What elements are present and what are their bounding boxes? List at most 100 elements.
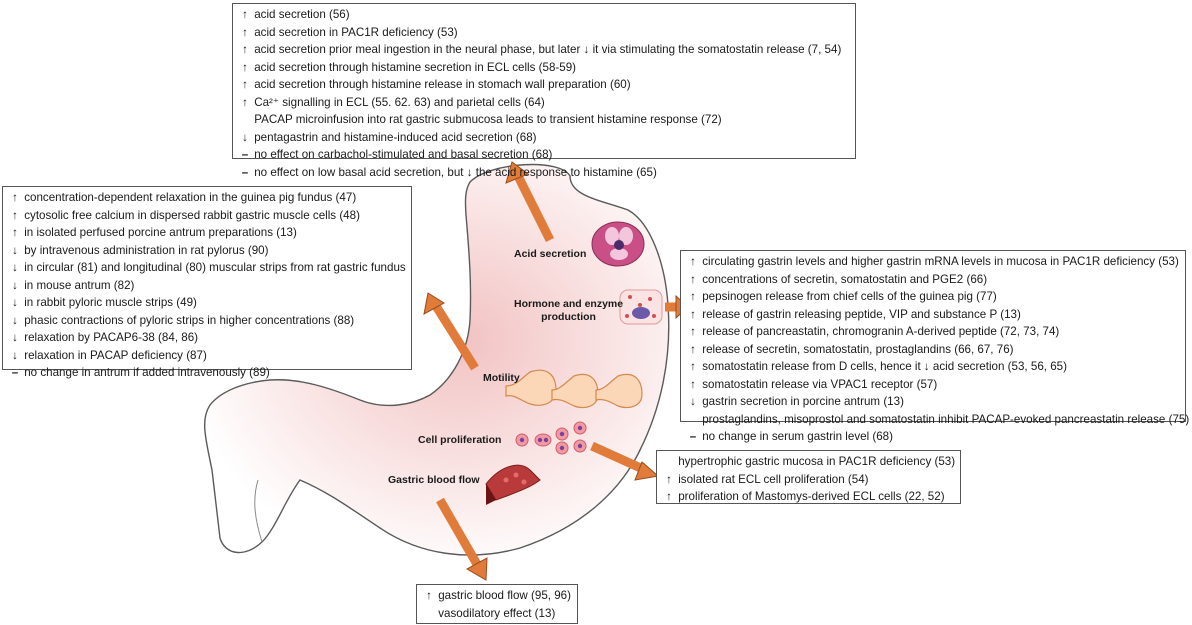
effect-line: hypertrophic gastric mucosa in PAC1R def… <box>663 453 955 471</box>
effect-direction-symbol: ↑ <box>12 226 18 239</box>
label-hormone-line2: production <box>541 311 596 323</box>
effect-text: release of pancreastatin, chromogranin A… <box>702 325 1060 338</box>
effect-direction-symbol: ↑ <box>242 8 248 21</box>
effect-direction-symbol: ↑ <box>12 191 18 204</box>
secretory-cell-icon <box>619 289 663 325</box>
effect-text: no effect on carbachol-stimulated and ba… <box>254 148 553 161</box>
label-hormone-line1: Hormone and enzyme <box>514 298 624 310</box>
effect-line: ↑ acid secretion prior meal ingestion in… <box>239 41 849 59</box>
effect-direction-symbol: ↑ <box>690 272 696 286</box>
effect-direction-symbol: ↑ <box>426 589 432 602</box>
effect-direction-symbol: – <box>689 430 697 443</box>
effect-direction-symbol: ↓ <box>12 348 18 362</box>
effect-text: pentagastrin and histamine-induced acid … <box>254 130 537 144</box>
cell-proliferation-box: hypertrophic gastric mucosa in PAC1R def… <box>656 450 961 504</box>
effect-direction-symbol: ↓ <box>12 261 18 274</box>
effect-text: somatostatin release from D cells, hence… <box>702 360 1067 373</box>
effect-text: circulating gastrin levels and higher ga… <box>702 255 1179 268</box>
effect-line: ↓ phasic contractions of pyloric strips … <box>9 312 405 330</box>
effect-line: ↑ in isolated perfused porcine antrum pr… <box>9 224 405 242</box>
effect-direction-symbol: ↑ <box>242 95 248 109</box>
effect-direction-symbol: ↑ <box>242 60 248 74</box>
effect-line: ↓ in circular (81) and longitudinal (80)… <box>9 259 406 277</box>
effect-direction-symbol: ↑ <box>690 342 696 356</box>
effect-line: ↓ in mouse antrum (82) <box>9 277 405 295</box>
label-motility: Motility <box>483 372 520 384</box>
effect-line: ↓ pentagastrin and histamine-induced aci… <box>239 129 849 147</box>
duodenum-outline <box>254 479 263 543</box>
acid-secretion-box: ↑ acid secretion (56)↑ acid secretion in… <box>232 3 856 179</box>
effect-direction-symbol: ↑ <box>666 472 672 486</box>
effect-line: ↑ acid secretion in PAC1R deficiency (53… <box>239 24 849 42</box>
parietal-cell-icon <box>591 221 645 267</box>
effect-line: ↑ release of pancreastatin, chromogranin… <box>687 323 1179 341</box>
effect-text: prostaglandins, misoprostol and somatost… <box>702 412 1190 426</box>
effect-direction-symbol: ↓ <box>690 395 696 408</box>
effect-text: by intravenous administration in rat pyl… <box>24 243 269 257</box>
effect-direction-symbol: ↓ <box>12 243 18 257</box>
effect-line: ↓ by intravenous administration in rat p… <box>9 242 405 260</box>
proliferation-arrow <box>590 441 660 481</box>
effect-line: – no change in serum gastrin level (68) <box>687 428 1179 446</box>
motility-arrow <box>423 292 479 371</box>
effect-line: ↓ gastrin secretion in porcine antrum (1… <box>687 393 1179 411</box>
effect-line: – no change in antrum if added intraveno… <box>9 364 405 382</box>
effect-line: ↑ concentrations of secretin, somatostat… <box>687 271 1179 289</box>
effect-direction-symbol: ↓ <box>12 278 18 292</box>
effect-text: acid secretion (56) <box>254 8 350 21</box>
effect-text: acid secretion through histamine release… <box>254 78 631 91</box>
effect-direction-symbol: ↑ <box>690 255 696 268</box>
effect-line: ↑ pepsinogen release from chief cells of… <box>687 288 1179 306</box>
effect-line: ↑ circulating gastrin levels and higher … <box>687 253 1179 271</box>
effect-text: no effect on low basal acid secretion, b… <box>254 165 657 179</box>
effect-text: pepsinogen release from chief cells of t… <box>702 290 997 303</box>
bloodflow-arrow <box>436 497 488 581</box>
effect-direction-symbol: ↑ <box>690 290 696 303</box>
effect-direction-symbol: ↑ <box>242 78 248 91</box>
label-hormone-enzyme: Hormone and enzyme production <box>514 298 623 324</box>
effect-direction-symbol: ↓ <box>12 296 18 309</box>
effect-text: in rabbit pyloric muscle strips (49) <box>24 296 197 309</box>
effect-direction-symbol: – <box>241 165 249 179</box>
effect-text: in circular (81) and longitudinal (80) m… <box>24 261 406 274</box>
effect-line: PACAP microinfusion into rat gastric sub… <box>239 111 849 129</box>
effect-direction-symbol: ↑ <box>690 377 696 391</box>
effect-direction-symbol: – <box>11 366 19 379</box>
effect-text: in isolated perfused porcine antrum prep… <box>24 226 297 239</box>
effect-line: ↑ acid secretion through histamine relea… <box>239 76 849 94</box>
effect-direction-symbol: ↑ <box>666 490 672 503</box>
effect-text: relaxation by PACAP6-38 (84, 86) <box>24 331 199 344</box>
effect-line: ↓ relaxation in PACAP deficiency (87) <box>9 347 405 365</box>
effect-direction-symbol: ↑ <box>690 307 696 321</box>
effect-direction-symbol: ↑ <box>690 325 696 338</box>
effect-text: release of gastrin releasing peptide, VI… <box>702 307 1021 321</box>
effect-direction-symbol: ↑ <box>242 43 248 56</box>
effect-line: ↑ cytosolic free calcium in dispersed ra… <box>9 207 405 225</box>
motility-stomach-icons <box>505 369 643 409</box>
effect-text: proliferation of Mastomys-derived ECL ce… <box>678 490 945 503</box>
effect-line: – no effect on carbachol-stimulated and … <box>239 146 849 164</box>
motility-box: ↑ concentration-dependent relaxation in … <box>2 186 412 379</box>
effect-text: no change in antrum if added intravenous… <box>24 366 270 379</box>
effect-text: PACAP microinfusion into rat gastric sub… <box>254 113 722 126</box>
stomach-outline <box>204 163 670 556</box>
effect-line: ↑ Ca²⁺ signalling in ECL (55. 62. 63) an… <box>239 94 849 112</box>
effect-line: ↑ proliferation of Mastomys-derived ECL … <box>663 488 954 506</box>
effect-direction-symbol: ↓ <box>12 331 18 344</box>
effect-text: concentration-dependent relaxation in th… <box>24 191 357 204</box>
blood-vessel-icon <box>485 464 541 505</box>
label-gastric-blood-flow: Gastric blood flow <box>388 474 480 486</box>
acid-arrow <box>505 161 555 243</box>
effect-line: ↓ relaxation by PACAP6-38 (84, 86) <box>9 329 405 347</box>
effect-text: acid secretion through histamine secreti… <box>254 60 577 74</box>
effect-text: cytosolic free calcium in dispersed rabb… <box>24 208 360 222</box>
arrows <box>423 161 689 581</box>
effect-text: Ca²⁺ signalling in ECL (55. 62. 63) and … <box>254 95 545 109</box>
effect-text: acid secretion in PAC1R deficiency (53) <box>254 25 458 39</box>
effect-text: in mouse antrum (82) <box>24 278 135 292</box>
effect-line: ↑ acid secretion through histamine secre… <box>239 59 849 77</box>
effect-line: ↑ concentration-dependent relaxation in … <box>9 189 405 207</box>
effect-text: no change in serum gastrin level (68) <box>702 430 893 443</box>
effect-line: ↑ acid secretion (56) <box>239 6 849 24</box>
